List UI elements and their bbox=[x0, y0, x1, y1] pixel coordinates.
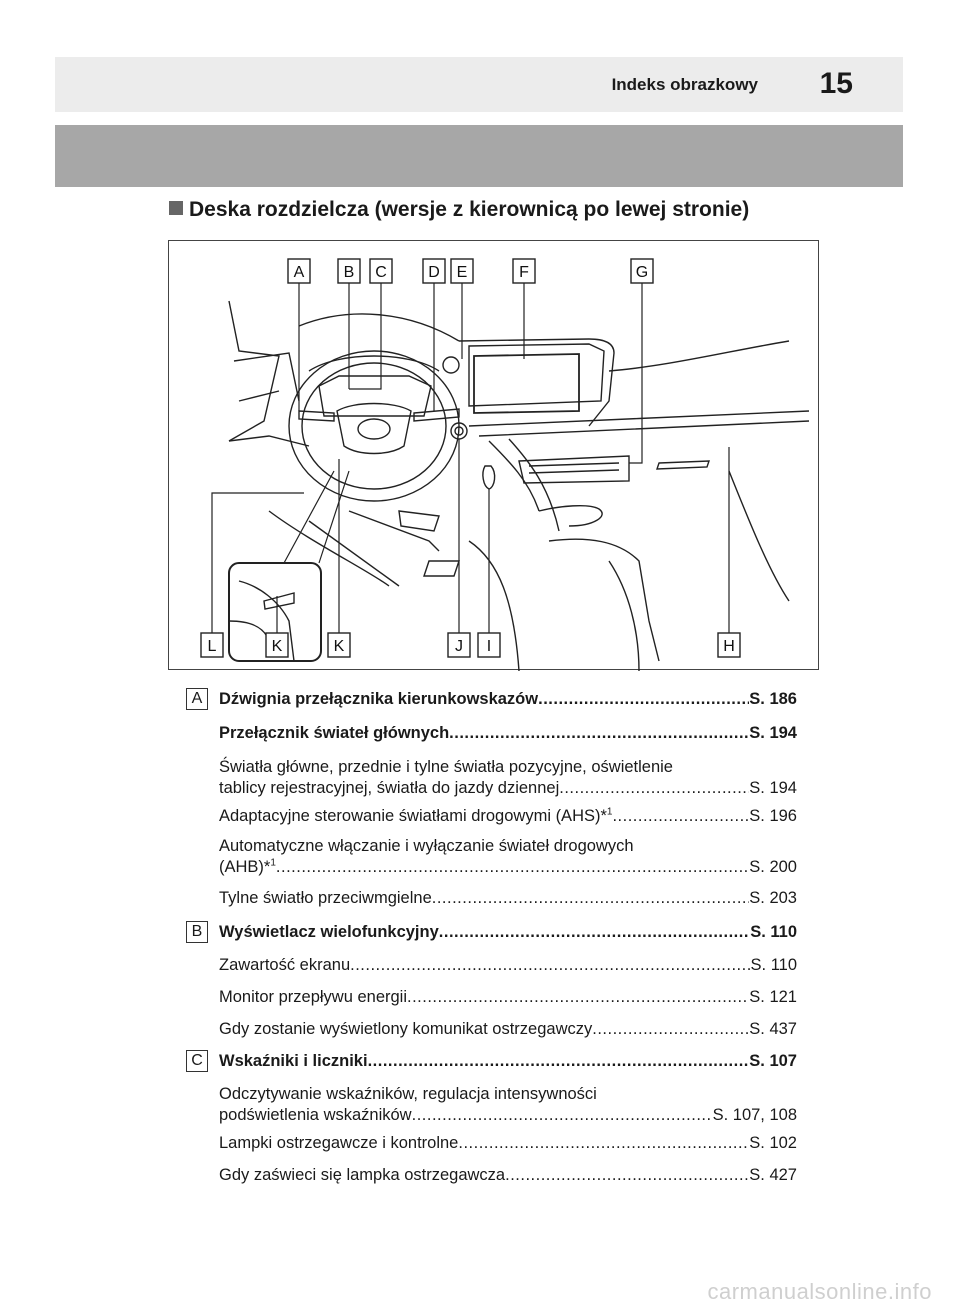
list-item: Zawartość ekranuS. 110 bbox=[219, 955, 797, 976]
svg-text:J: J bbox=[455, 638, 463, 655]
svg-text:B: B bbox=[344, 264, 355, 281]
svg-text:E: E bbox=[457, 264, 468, 281]
page-reference: S. 102 bbox=[749, 1134, 797, 1152]
list-item: Dźwignia przełącznika kierunkowskazówS. … bbox=[219, 689, 797, 710]
svg-text:H: H bbox=[723, 638, 735, 655]
page-reference: S. 186 bbox=[749, 690, 797, 708]
svg-text:L: L bbox=[208, 638, 217, 655]
svg-text:I: I bbox=[487, 638, 491, 655]
callout-D: D bbox=[422, 258, 446, 284]
callout-B: B bbox=[337, 258, 361, 284]
callout-E: E bbox=[450, 258, 474, 284]
callout-K-inset: K bbox=[265, 632, 289, 658]
page-reference: S. 110 bbox=[750, 956, 797, 974]
list-item: Lampki ostrzegawcze i kontrolneS. 102 bbox=[219, 1133, 797, 1154]
page-reference: S. 437 bbox=[749, 1020, 797, 1038]
callout-K-outer: K bbox=[327, 632, 351, 658]
svg-text:A: A bbox=[294, 264, 305, 281]
callout-G: G bbox=[630, 258, 654, 284]
page-reference: S. 121 bbox=[749, 988, 797, 1006]
list-item: Gdy zaświeci się lampka ostrzegawcza S. … bbox=[219, 1165, 797, 1186]
entry-tag-a: A bbox=[186, 688, 208, 710]
svg-text:D: D bbox=[428, 264, 440, 281]
list-item: Wskaźniki i liczniki S. 107 bbox=[219, 1051, 797, 1072]
callout-J: J bbox=[447, 632, 471, 658]
dashboard-drawing: A B C D E F G H I J K K L bbox=[200, 258, 810, 671]
entry-tag-c: C bbox=[186, 1050, 208, 1072]
page-reference: S. 203 bbox=[749, 889, 797, 907]
list-item: Wyświetlacz wielofunkcyjnyS. 110 bbox=[219, 922, 797, 943]
list-item: Tylne światło przeciwmgielne S. 203 bbox=[219, 888, 797, 909]
callout-I: I bbox=[477, 632, 501, 658]
list-item: Przełącznik świateł głównychS. 194 bbox=[219, 723, 797, 744]
square-bullet-icon bbox=[169, 201, 183, 215]
callout-L: L bbox=[200, 632, 224, 658]
svg-text:F: F bbox=[519, 264, 529, 281]
list-item: Odczytywanie wskaźników, regulacja inten… bbox=[219, 1084, 797, 1126]
svg-text:K: K bbox=[334, 638, 345, 655]
page-reference: S. 107 bbox=[749, 1052, 797, 1070]
callout-C: C bbox=[369, 258, 393, 284]
gray-band bbox=[55, 125, 903, 187]
page-reference: S. 196 bbox=[749, 807, 797, 825]
list-item: Monitor przepływu energiiS. 121 bbox=[219, 987, 797, 1008]
svg-text:G: G bbox=[636, 264, 648, 281]
page-reference: S. 110 bbox=[750, 923, 797, 941]
entry-tag-b: B bbox=[186, 921, 208, 943]
watermark: carmanualsonline.info bbox=[707, 1279, 932, 1304]
section-title: Deska rozdzielcza (wersje z kierownicą p… bbox=[169, 198, 749, 222]
list-item: Gdy zostanie wyświetlony komunikat ostrz… bbox=[219, 1019, 797, 1040]
callout-A: A bbox=[287, 258, 311, 284]
callout-F: F bbox=[512, 258, 536, 284]
page-reference: S. 194 bbox=[749, 724, 797, 742]
page-reference: S. 427 bbox=[749, 1166, 797, 1184]
section-title-text: Deska rozdzielcza (wersje z kierownicą p… bbox=[189, 198, 750, 221]
page-number: 15 bbox=[819, 67, 853, 100]
section-name: Indeks obrazkowy bbox=[611, 75, 758, 94]
page-reference: S. 194 bbox=[749, 779, 797, 797]
list-item: Adaptacyjne sterowanie światłami drogowy… bbox=[219, 806, 797, 827]
list-item: Światła główne, przednie i tylne światła… bbox=[219, 757, 797, 799]
page-reference: S. 107, 108 bbox=[712, 1106, 797, 1124]
page-reference: S. 200 bbox=[749, 858, 797, 876]
callout-H: H bbox=[717, 632, 741, 658]
svg-text:C: C bbox=[375, 264, 387, 281]
list-item: Automatyczne włączanie i wyłączanie świa… bbox=[219, 836, 797, 878]
page-header: Indeks obrazkowy 15 bbox=[55, 57, 903, 112]
svg-text:K: K bbox=[272, 638, 283, 655]
dashboard-illustration: A B C D E F G H I J K K L bbox=[168, 240, 819, 671]
